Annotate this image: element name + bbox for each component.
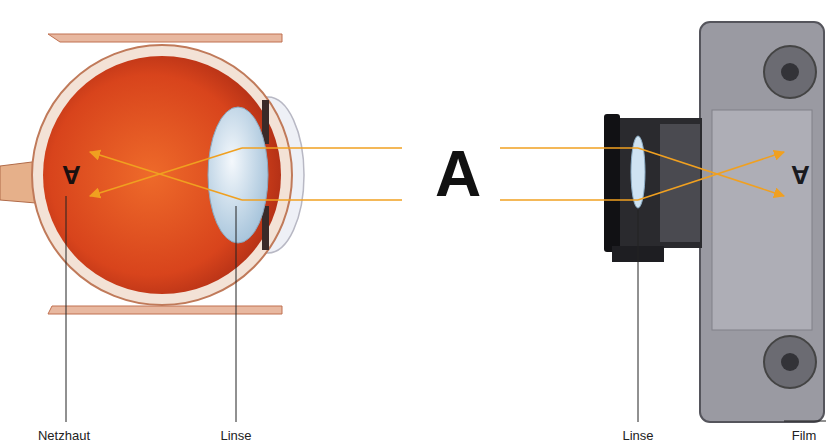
eye-muscle bbox=[48, 306, 282, 314]
light-ray bbox=[638, 152, 784, 200]
camera-dial bbox=[764, 336, 816, 388]
light-ray bbox=[638, 148, 784, 196]
sclera bbox=[32, 45, 292, 305]
eye-muscle bbox=[48, 34, 282, 42]
leader-line bbox=[784, 421, 826, 422]
part-label: Linse bbox=[622, 429, 653, 442]
part-label: Netzhaut bbox=[38, 429, 90, 442]
camera-dial bbox=[764, 46, 816, 98]
leader-line bbox=[66, 196, 67, 422]
light-ray bbox=[500, 199, 638, 201]
leader-line bbox=[638, 210, 639, 422]
object-letter: A bbox=[435, 142, 481, 206]
light-ray bbox=[242, 199, 402, 201]
image-letter: A bbox=[791, 162, 810, 188]
leader-lines bbox=[66, 196, 826, 422]
light-ray bbox=[242, 147, 402, 149]
camera-lens bbox=[631, 136, 645, 208]
leader-line bbox=[236, 206, 237, 422]
light-ray bbox=[90, 152, 242, 200]
part-label: Linse bbox=[220, 429, 251, 442]
camera-body bbox=[700, 22, 824, 422]
light-ray bbox=[500, 147, 638, 149]
camera-dial bbox=[781, 353, 799, 371]
part-label: Film bbox=[792, 429, 817, 442]
lens-barrel bbox=[660, 124, 700, 242]
camera-panel bbox=[712, 110, 812, 330]
image-letter: A bbox=[62, 162, 81, 188]
eye-lens bbox=[208, 107, 268, 243]
lens-barrel bbox=[604, 114, 620, 252]
light-ray bbox=[90, 148, 242, 196]
eye-interior bbox=[43, 56, 281, 294]
camera-dial bbox=[781, 63, 799, 81]
